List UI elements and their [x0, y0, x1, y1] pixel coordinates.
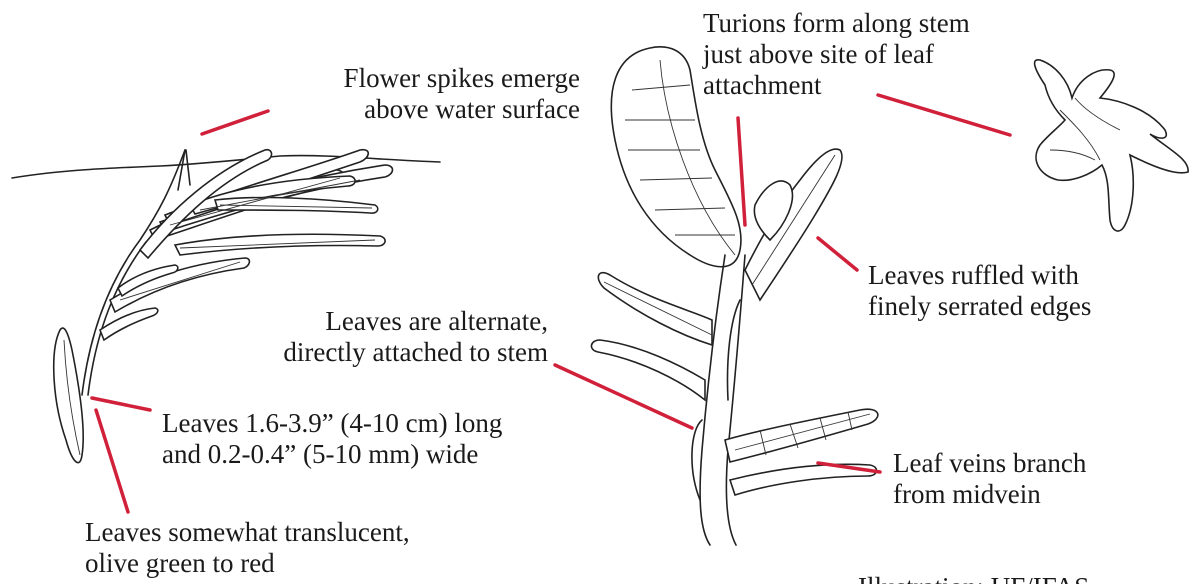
illustration-credit: Illustration: UF/IFAS — [858, 572, 1089, 584]
leader-ruffled — [818, 238, 857, 270]
leader-leaf-size — [92, 398, 150, 410]
label-turions: Turions form along stem just above site … — [703, 8, 970, 101]
right-plant-sketch — [591, 47, 877, 545]
label-alternate: Leaves are alternate, directly attached … — [283, 306, 548, 368]
label-flower-spikes: Flower spikes emerge above water surface — [344, 63, 580, 125]
turion-sketch — [1035, 60, 1189, 231]
leader-turions-stem — [738, 118, 745, 225]
leader-turions — [878, 95, 1010, 135]
label-veins: Leaf veins branch from midvein — [893, 448, 1086, 510]
label-leaf-size: Leaves 1.6-3.9” (4-10 cm) long and 0.2-0… — [162, 408, 502, 470]
leader-flower-spikes — [202, 111, 268, 134]
label-translucent: Leaves somewhat translucent, olive green… — [85, 517, 410, 579]
leader-translucent — [96, 410, 128, 512]
label-ruffled: Leaves ruffled with finely serrated edge… — [868, 260, 1091, 322]
